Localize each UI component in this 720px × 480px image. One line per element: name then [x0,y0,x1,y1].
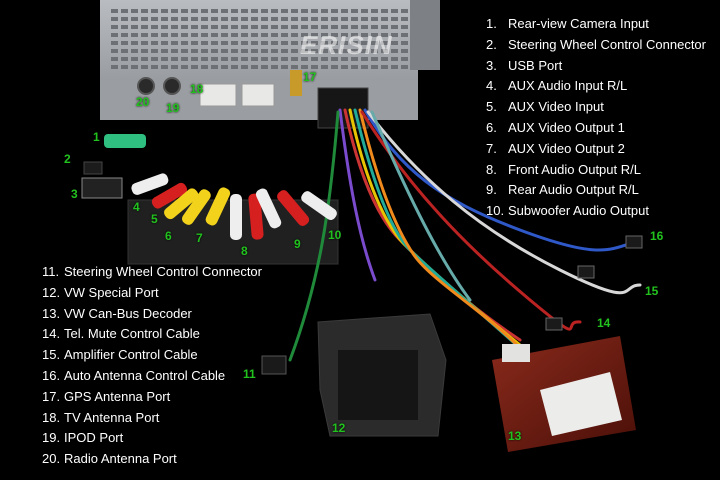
cable-bundle [288,108,642,362]
legend-num: 18. [42,409,61,425]
legend-label: Steering Wheel Control Connector [508,36,706,52]
legend-item: 6. AUX Video Output 1 [486,118,706,139]
legend-num: 4. [486,78,497,94]
legend-num: 16. [42,367,61,383]
legend-num: 5. [486,99,497,115]
legend-item: 3. USB Port [486,56,706,77]
legend-label: AUX Video Input [508,99,604,115]
legend-label: Front Audio Output R/L [508,161,641,177]
callout-2: 2 [64,152,71,166]
legend-num: 7. [486,140,497,156]
callout-13: 13 [508,429,522,443]
legend-num: 15. [42,347,61,363]
decoder-box [492,336,636,452]
legend-item: 12.VW Special Port [42,283,262,304]
legend-item: 9. Rear Audio Output R/L [486,180,706,201]
legend-num: 20. [42,451,61,467]
port-cluster [137,70,369,129]
callout-12: 12 [332,421,346,435]
legend-label: GPS Antenna Port [64,388,171,404]
rca-plugs [131,173,337,240]
legend-label: Steering Wheel Control Connector [64,264,262,279]
callout-6: 6 [165,229,172,243]
legend-num: 17. [42,388,61,404]
legend-num: 9. [486,182,497,198]
callout-17: 17 [303,70,317,84]
legend-label: IPOD Port [64,430,124,446]
cable-end-connectors [545,235,643,331]
callout-14: 14 [597,316,611,330]
legend-num: 2. [486,36,497,52]
small-connectors [81,134,287,375]
legend-num: 13. [42,305,61,321]
legend-label: Subwoofer Audio Output [508,203,649,219]
legend-label: Rear-view Camera Input [508,16,649,31]
legend-item: 7. AUX Video Output 2 [486,139,706,160]
callout-1: 1 [93,130,100,144]
legend-num: 8. [486,161,497,177]
legend-num: 19. [42,430,61,446]
legend-label: Amplifier Control Cable [64,347,198,363]
legend-label: Rear Audio Output R/L [508,182,639,198]
legend-num: 12. [42,284,61,300]
legend-bottom: 11. Steering Wheel Control Connector 12.V… [42,262,262,470]
legend-label: Tel. Mute Control Cable [64,326,200,342]
legend-item: 11. Steering Wheel Control Connector [42,262,262,283]
legend-item: 13.VW Can-Bus Decoder [42,304,262,325]
callout-7: 7 [196,231,203,245]
legend-item: 4. AUX Audio Input R/L [486,76,706,97]
legend-item: 20.Radio Antenna Port [42,449,262,470]
brand-watermark: ERISIN [300,30,393,60]
vw-special-port [317,313,447,437]
callout-8: 8 [241,244,248,258]
legend-num: 14. [42,326,61,342]
callout-18: 18 [190,82,204,96]
legend-label: VW Can-Bus Decoder [64,305,192,321]
legend-item: 1. Rear-view Camera Input [486,14,706,35]
legend-label: AUX Video Output 1 [508,119,625,135]
legend-item: 8. Front Audio Output R/L [486,160,706,181]
legend-item: 18.TV Antenna Port [42,408,262,429]
legend-num: 3. [486,57,497,73]
legend-num: 11. [42,264,60,279]
legend-label: VW Special Port [64,284,159,300]
callout-15: 15 [645,284,659,298]
legend-label: AUX Video Output 2 [508,140,625,156]
callout-11: 11 [243,367,256,381]
legend-item: 14.Tel. Mute Control Cable [42,324,262,345]
legend-item: 10.Subwoofer Audio Output [486,201,706,222]
callout-5: 5 [151,212,158,226]
callout-4: 4 [133,200,140,214]
legend-item: 16.Auto Antenna Control Cable [42,366,262,387]
legend-item: 19.IPOD Port [42,428,262,449]
legend-label: TV Antenna Port [64,409,160,425]
callout-3: 3 [71,187,78,201]
callout-16: 16 [650,229,664,243]
legend-label: Auto Antenna Control Cable [64,367,226,383]
legend-num: 1. [486,16,497,31]
legend-item: 2. Steering Wheel Control Connector [486,35,706,56]
callout-19: 19 [166,101,180,115]
callout-10: 10 [328,228,342,242]
callout-9: 9 [294,237,301,251]
legend-item: 15.Amplifier Control Cable [42,345,262,366]
legend-item: 5. AUX Video Input [486,97,706,118]
legend-item: 17.GPS Antenna Port [42,387,262,408]
legend-num: 10. [486,203,505,219]
legend-label: USB Port [508,57,563,73]
callout-20: 20 [136,95,150,109]
legend-label: Radio Antenna Port [64,451,177,467]
legend-num: 6. [486,119,497,135]
legend-top: 1. Rear-view Camera Input 2. Steering Whee… [486,14,706,222]
legend-label: AUX Audio Input R/L [508,78,628,94]
